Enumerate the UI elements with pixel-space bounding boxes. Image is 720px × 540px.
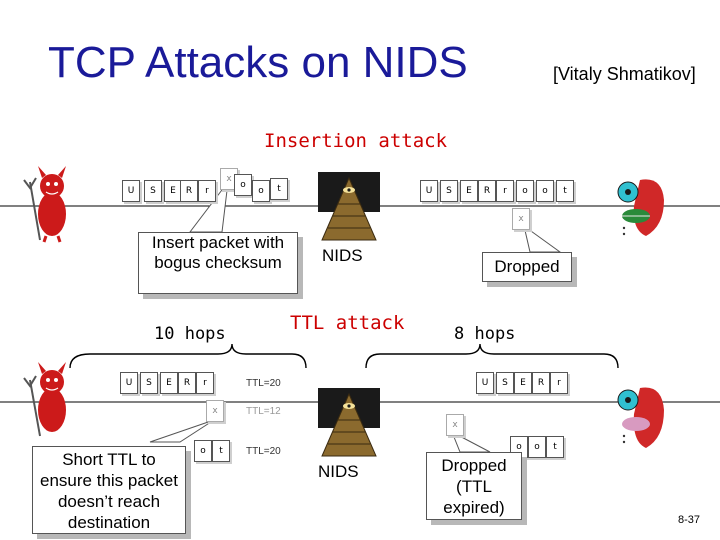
hops-left-label: 10 hops [154, 324, 226, 344]
packet: o [528, 436, 546, 458]
nids-pyramid-icon [318, 172, 380, 244]
packet: r [496, 180, 514, 202]
packet: R [478, 180, 496, 202]
packet: o [536, 180, 554, 202]
ttl-value: TTL=12 [246, 406, 281, 417]
insert-packet-callout: Insert packet with bogus checksum [138, 232, 298, 294]
packet: o [194, 440, 212, 462]
nids-label: NIDS [318, 462, 359, 481]
nids-pyramid-icon [318, 388, 380, 457]
packet: r [550, 372, 568, 394]
packet: o [234, 174, 252, 196]
packet: E [460, 180, 478, 202]
packet: S [440, 180, 458, 202]
dropped-label: Dropped [494, 257, 560, 276]
packet: R [178, 372, 196, 394]
ttl-dropped-label: Dropped (TTL expired) [441, 456, 507, 517]
attacker-devil-icon [23, 362, 66, 437]
insertion-attack-heading: Insertion attack [264, 130, 448, 152]
packet: t [556, 180, 574, 202]
short-ttl-callout-pointer [149, 419, 215, 443]
packet: E [514, 372, 532, 394]
dropped-packet: x [512, 208, 530, 230]
packet: r [198, 180, 216, 202]
ttl-value: TTL=20 [246, 446, 281, 457]
packet: R [532, 372, 550, 394]
packet: U [120, 372, 138, 394]
packet: t [212, 440, 230, 462]
packet: o [516, 180, 534, 202]
insert-packet-callout-text: Insert packet with bogus checksum [151, 233, 285, 272]
packet: t [270, 178, 288, 200]
short-ttl-callout-text: Short TTL to ensure this packet doesn’t … [40, 450, 178, 532]
packet: R [180, 180, 198, 202]
ttl-value: TTL=20 [246, 378, 281, 389]
hops-right-bracket [365, 343, 619, 369]
packet: S [140, 372, 158, 394]
packet: U [476, 372, 494, 394]
packet: o [252, 180, 270, 202]
expired-packet: x [446, 414, 464, 436]
dropped-callout: Dropped [482, 252, 572, 282]
target-user-icon [617, 387, 664, 448]
target-user-icon [617, 179, 664, 236]
attacker-devil-icon [23, 166, 66, 243]
packet: U [122, 180, 140, 202]
packet: t [546, 436, 564, 458]
packet: E [160, 372, 178, 394]
short-ttl-packet: x [206, 400, 224, 422]
nids-label: NIDS [322, 246, 363, 265]
short-ttl-callout: Short TTL to ensure this packet doesn’t … [32, 446, 186, 534]
hops-left-bracket [69, 343, 307, 369]
attribution: [Vitaly Shmatikov] [553, 64, 696, 84]
ttl-dropped-callout: Dropped (TTL expired) [426, 452, 522, 520]
packet: S [144, 180, 162, 202]
packet: S [496, 372, 514, 394]
ttl-attack-heading: TTL attack [290, 312, 405, 334]
slide-title: TCP Attacks on NIDS [48, 38, 468, 87]
hops-right-label: 8 hops [454, 324, 516, 344]
page-number: 8-37 [677, 514, 700, 526]
packet: U [420, 180, 438, 202]
packet: r [196, 372, 214, 394]
